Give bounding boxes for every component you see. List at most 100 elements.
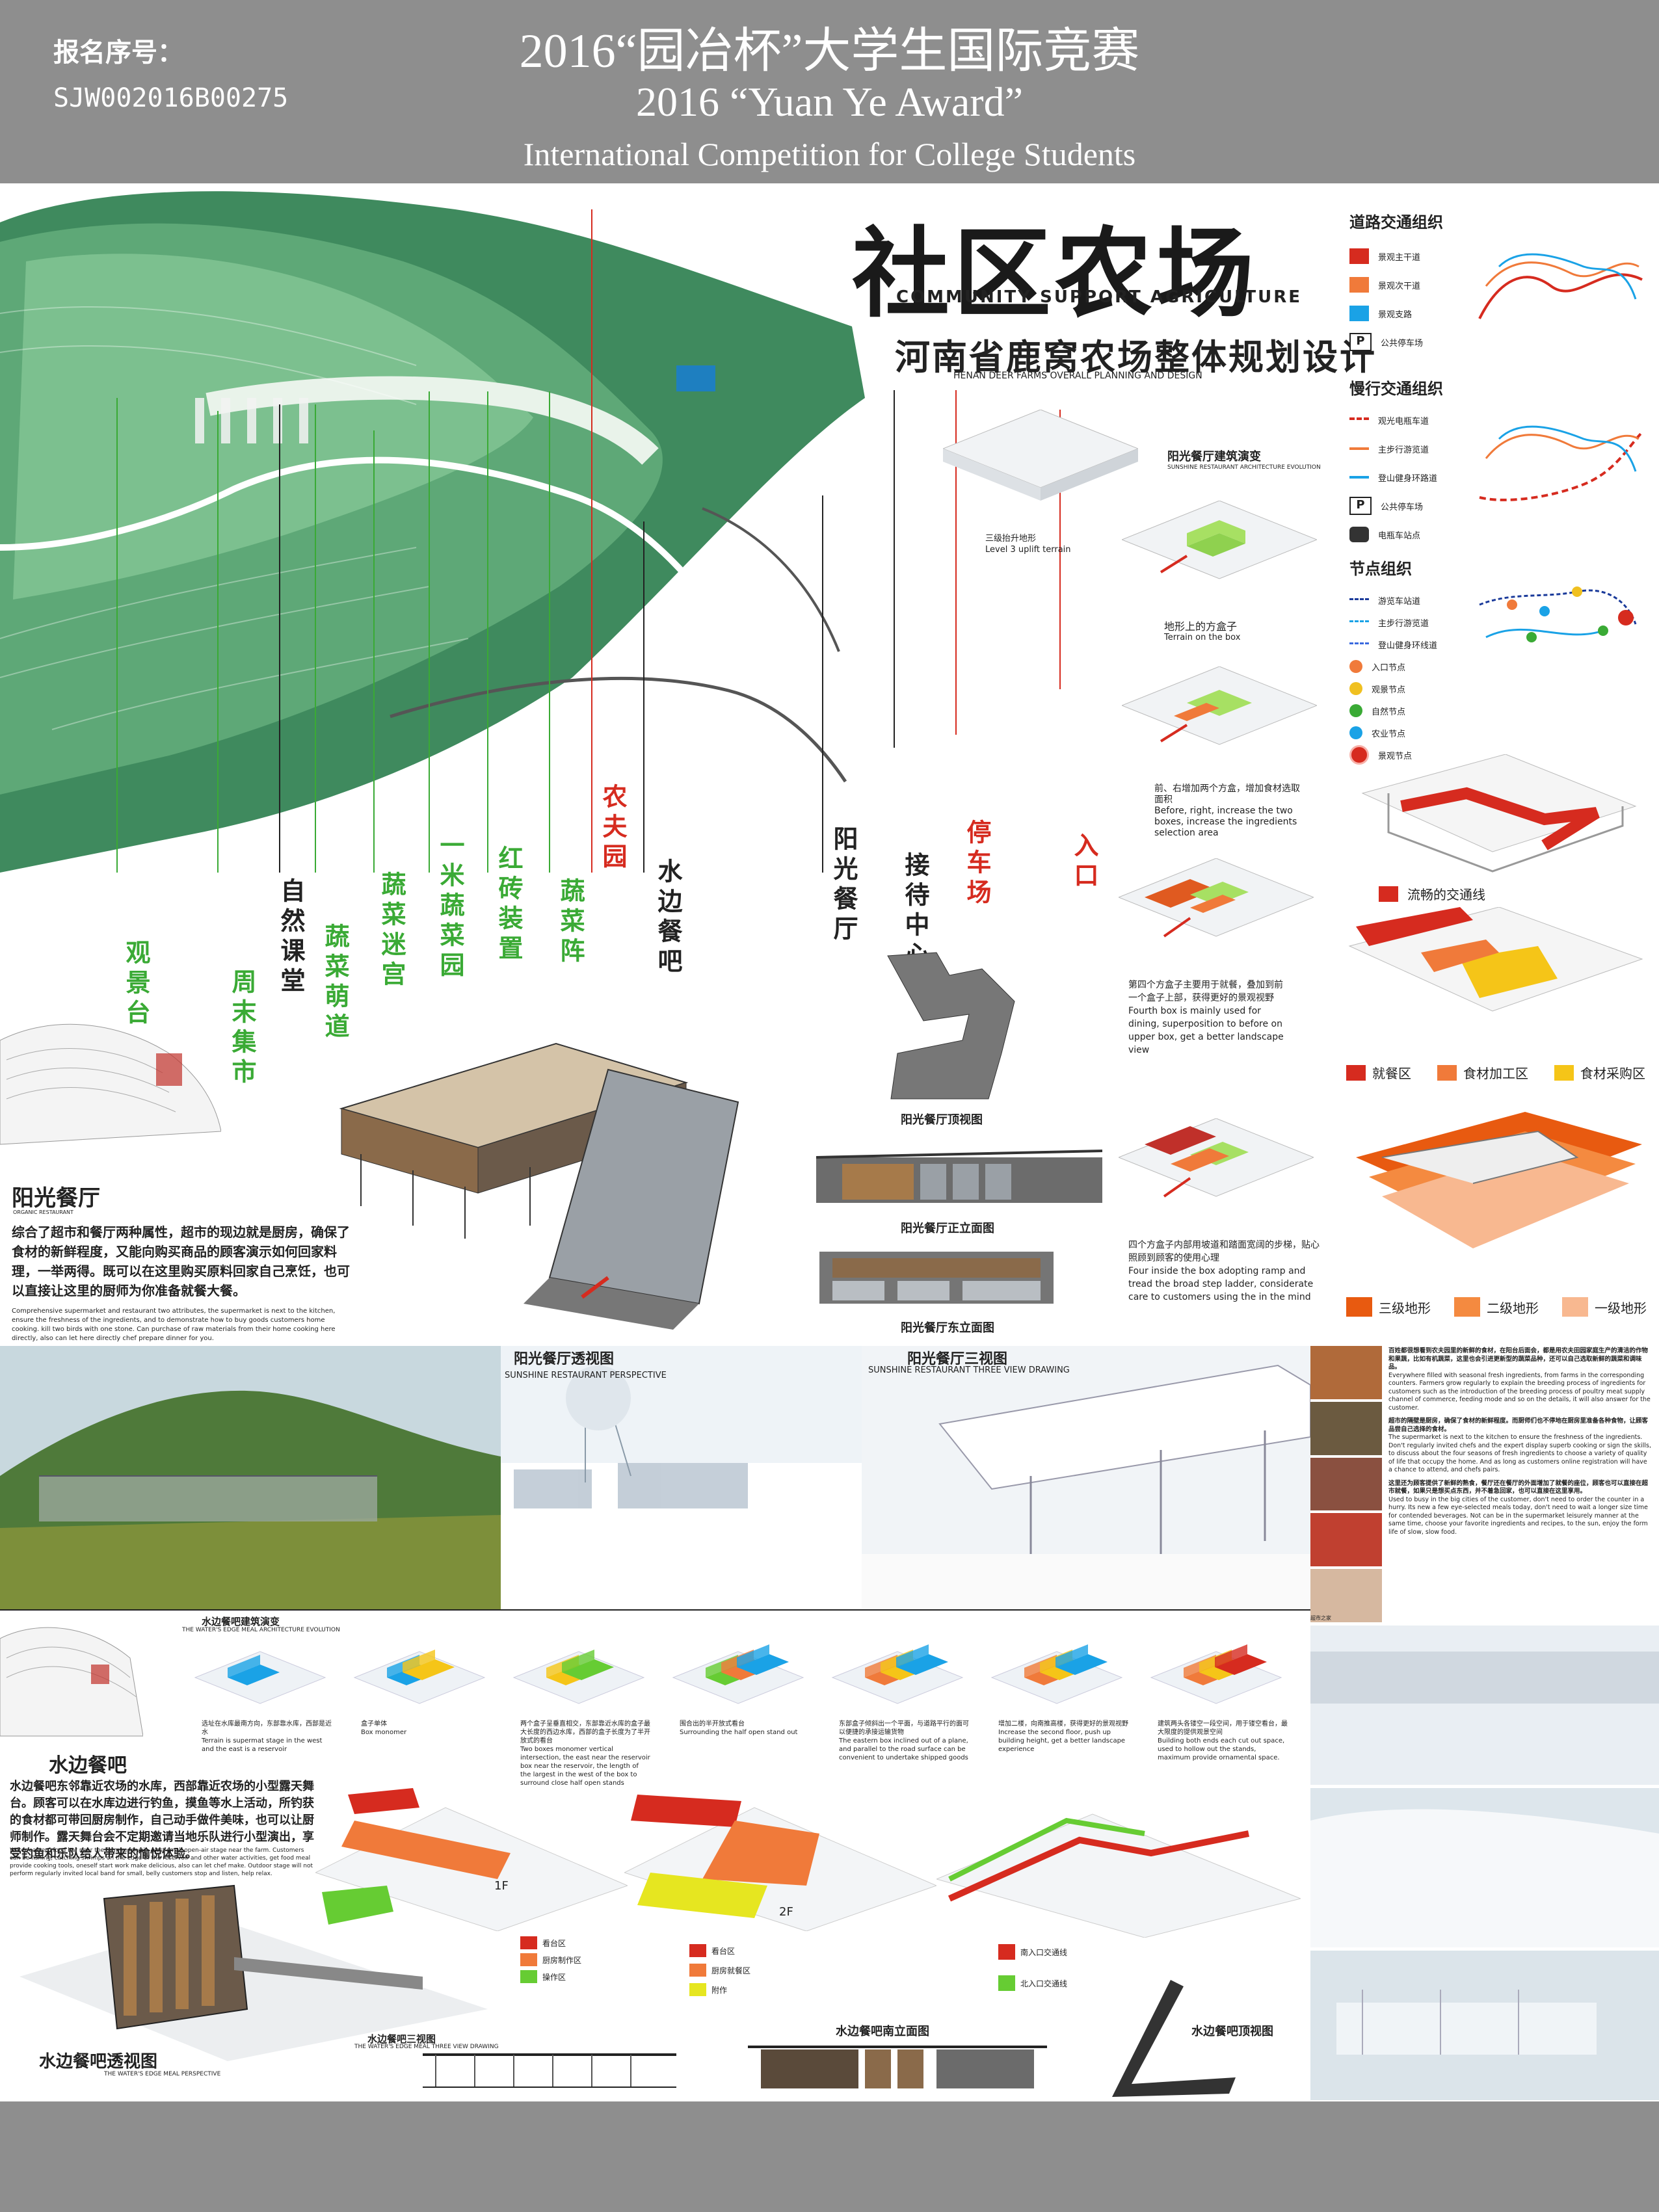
entrance-node-icon	[1349, 660, 1362, 673]
waterside-evo-title-en: THE WATER'S EDGE MEAL ARCHITECTURE EVOLU…	[182, 1627, 340, 1633]
waterside-perspective-title-en: THE WATER'S EDGE MEAL PERSPECTIVE	[104, 2071, 221, 2077]
slow-legend-title: 慢行交通组织	[1349, 380, 1443, 398]
sunshine-axonometric	[339, 1042, 739, 1330]
market-photo	[1310, 1346, 1382, 1399]
waterside-render-column	[1310, 1626, 1659, 2100]
sunshine-east-elevation	[819, 1252, 1054, 1304]
serial-number: SJW002016B00275	[53, 83, 289, 113]
map-label-0: 观景台	[122, 940, 150, 1029]
market-photo	[1310, 1513, 1382, 1567]
sunshine-front-elevation	[816, 1150, 1102, 1203]
competition-title-cn: 2016“园冶杯”大学生国际竞赛	[519, 25, 1140, 78]
secondary-road-swatch	[1349, 277, 1369, 293]
node-legend-item: 登山健身环线道	[1349, 636, 1649, 653]
map-label-6: 红砖装置	[494, 845, 523, 965]
terrain-legend: 三级地形 二级地形 一级地形	[1346, 1297, 1647, 1317]
waterside-evo-step-diagram	[1150, 1644, 1282, 1704]
evo-step3-diagram	[1119, 858, 1314, 938]
project-title-en: HENAN DEER FARMS OVERALL PLANNING AND DE…	[953, 371, 1202, 381]
map-label-1: 周末集市	[228, 969, 256, 1088]
landscape-node-icon	[1349, 745, 1369, 765]
waterside-location-map	[0, 1627, 143, 1737]
sunshine-perspective-title-en: SUNSHINE RESTAURANT PERSPECTIVE	[505, 1371, 667, 1380]
waterside-three-view-elevation	[423, 2053, 676, 2088]
branch-road-swatch	[1349, 306, 1369, 321]
waterside-evo-step-diagram	[831, 1644, 964, 1704]
sunshine-desc-en: Comprehensive supermarket and restaurant…	[12, 1308, 336, 1342]
sunshine-top-view-diagram	[887, 952, 1015, 1099]
waterside-perspective-render	[20, 1884, 488, 2061]
slow-legend-item: 电瓶车站点	[1349, 526, 1649, 543]
road-legend-item: 景观次干道	[1349, 276, 1649, 293]
road-legend-item: 景观主干道	[1349, 248, 1649, 265]
market-text-block: 百姓都很想看到农夫园里的新鲜的食材，在阳台后面会，都是用农夫田园家庭生产的清洁的…	[1388, 1347, 1651, 1536]
floor-1f-label: 1F	[494, 1879, 509, 1893]
sunshine-evo-title: 阳光餐厅建筑演变 SUNSHINE RESTAURANT ARCHITECTUR…	[1167, 450, 1321, 471]
shuttle-bus-icon	[1349, 527, 1369, 542]
traffic-flow-axonometric	[1361, 754, 1637, 873]
road-legend-title: 道路交通组织	[1349, 213, 1443, 231]
sunshine-perspective-render	[501, 1346, 862, 1609]
site-master-plan	[0, 183, 865, 873]
floor2-legend: 看台区 厨房就餐区 附作	[689, 1944, 750, 1996]
farm-node-icon	[1349, 726, 1362, 739]
node-legend-item: 入口节点	[1349, 658, 1649, 675]
waterside-south-elevation-title: 水边餐吧南立面图	[836, 2025, 929, 2038]
evo-step4-diagram	[1119, 1118, 1314, 1198]
evo-step0-diagram	[943, 410, 1138, 501]
slow-legend-item: 主步行游览道	[1349, 440, 1649, 457]
terrain-axonometric	[1356, 1112, 1642, 1248]
competition-subtitle-en: International Competition for College St…	[523, 136, 1136, 172]
main-road-swatch	[1349, 248, 1369, 264]
map-label-2: 自然课堂	[276, 878, 305, 997]
waterside-evo-step-diagram	[194, 1651, 326, 1704]
map-label-9: 水边餐吧	[654, 858, 682, 978]
supermarket-photo-strip	[1310, 1346, 1382, 1622]
map-label-10: 阳光餐厅	[829, 826, 858, 945]
node-legend-item: 自然节点	[1349, 702, 1649, 719]
market-photo	[1310, 1569, 1382, 1622]
node-legend-item: 主步行游览道	[1349, 614, 1649, 631]
slow-traffic-diagram	[1479, 425, 1643, 501]
circulation-legend: 南入口交通线 北入口交通线	[998, 1944, 1067, 1991]
waterside-desc-en: Water eastern food bar near the farm res…	[10, 1847, 313, 1877]
waterside-three-view-title: 水边餐吧三视图	[367, 2033, 436, 2045]
waterside-1f-axonometric	[315, 1788, 628, 1931]
waterside-south-elevation	[748, 2046, 1047, 2088]
parking-icon: P	[1349, 497, 1372, 515]
sunshine-top-view-title: 阳光餐厅顶视图	[901, 1113, 983, 1127]
competition-title-en: 2016 “Yuan Ye Award”	[636, 79, 1023, 125]
sunshine-location-map	[0, 1023, 221, 1145]
map-label-8: 农夫园	[598, 783, 627, 873]
section-divider	[0, 1609, 1310, 1611]
map-label-4: 蔬菜迷宫	[377, 871, 406, 991]
road-legend-item: 景观支路	[1349, 305, 1649, 322]
map-label-11: 接待中心	[901, 852, 929, 971]
node-legend-title: 节点组织	[1349, 560, 1412, 578]
node-legend-item: 游览车站道	[1349, 592, 1649, 609]
footer-bar	[0, 2101, 1659, 2212]
waterside-three-view-title-en: THE WATER'S EDGE MEAL THREE VIEW DRAWING	[354, 2044, 499, 2050]
waterside-perspective-title: 水边餐吧透视图	[39, 2052, 158, 2072]
market-caption: 超市之家	[1310, 1615, 1331, 1621]
node-legend-item: 农业节点	[1349, 724, 1649, 741]
map-label-5: 一米蔬菜园	[436, 832, 464, 982]
waterside-evo-step-diagram	[353, 1650, 486, 1704]
header-bar	[0, 0, 1659, 183]
waterside-top-view-title: 水边餐吧顶视图	[1191, 2025, 1273, 2038]
main-title: 社区农场	[852, 218, 1258, 331]
nature-node-icon	[1349, 704, 1362, 717]
node-diagram	[1479, 586, 1637, 642]
sunshine-perspective-title: 阳光餐厅透视图	[514, 1351, 615, 1367]
